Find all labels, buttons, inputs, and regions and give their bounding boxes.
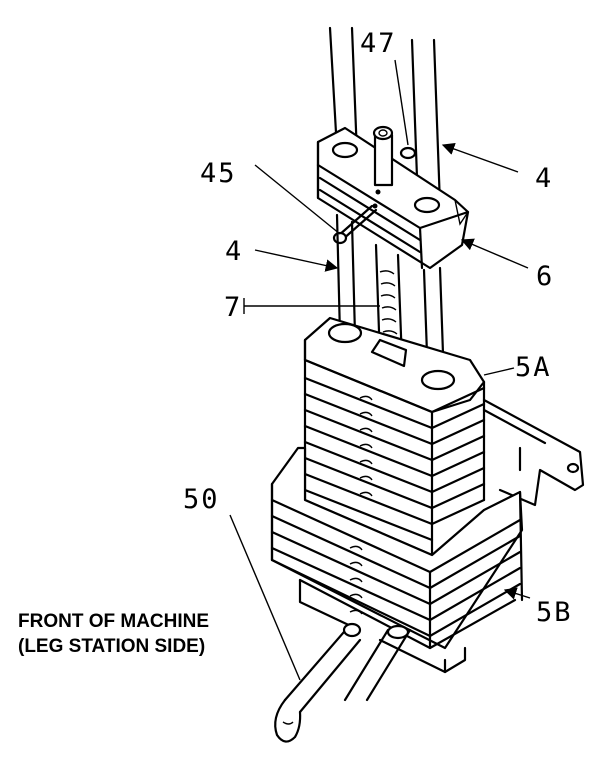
label-45: 45	[200, 158, 237, 189]
label-47: 47	[360, 28, 397, 59]
guide-rods-upper	[328, 26, 442, 207]
carriage-block	[316, 125, 470, 270]
label-4-top: 4	[535, 163, 553, 194]
caption-line-2: (LEG STATION SIDE)	[18, 636, 205, 657]
label-50: 50	[183, 484, 220, 515]
label-6: 6	[536, 261, 554, 292]
label-5b: 5B	[536, 597, 573, 628]
caption-line-1: FRONT OF MACHINE	[18, 611, 209, 632]
lever-handle	[274, 622, 412, 743]
mounting-bracket	[482, 398, 585, 507]
label-5a: 5A	[515, 352, 552, 383]
caption: FRONT OF MACHINE (LEG STATION SIDE)	[18, 611, 209, 657]
weight-stack-lower	[270, 446, 524, 674]
label-4-left: 4	[225, 236, 243, 267]
callout-labels: 47 4 45 4 6 7 5A 50 5B	[183, 28, 573, 628]
label-7: 7	[224, 292, 242, 323]
leader-lines	[229, 59, 531, 681]
